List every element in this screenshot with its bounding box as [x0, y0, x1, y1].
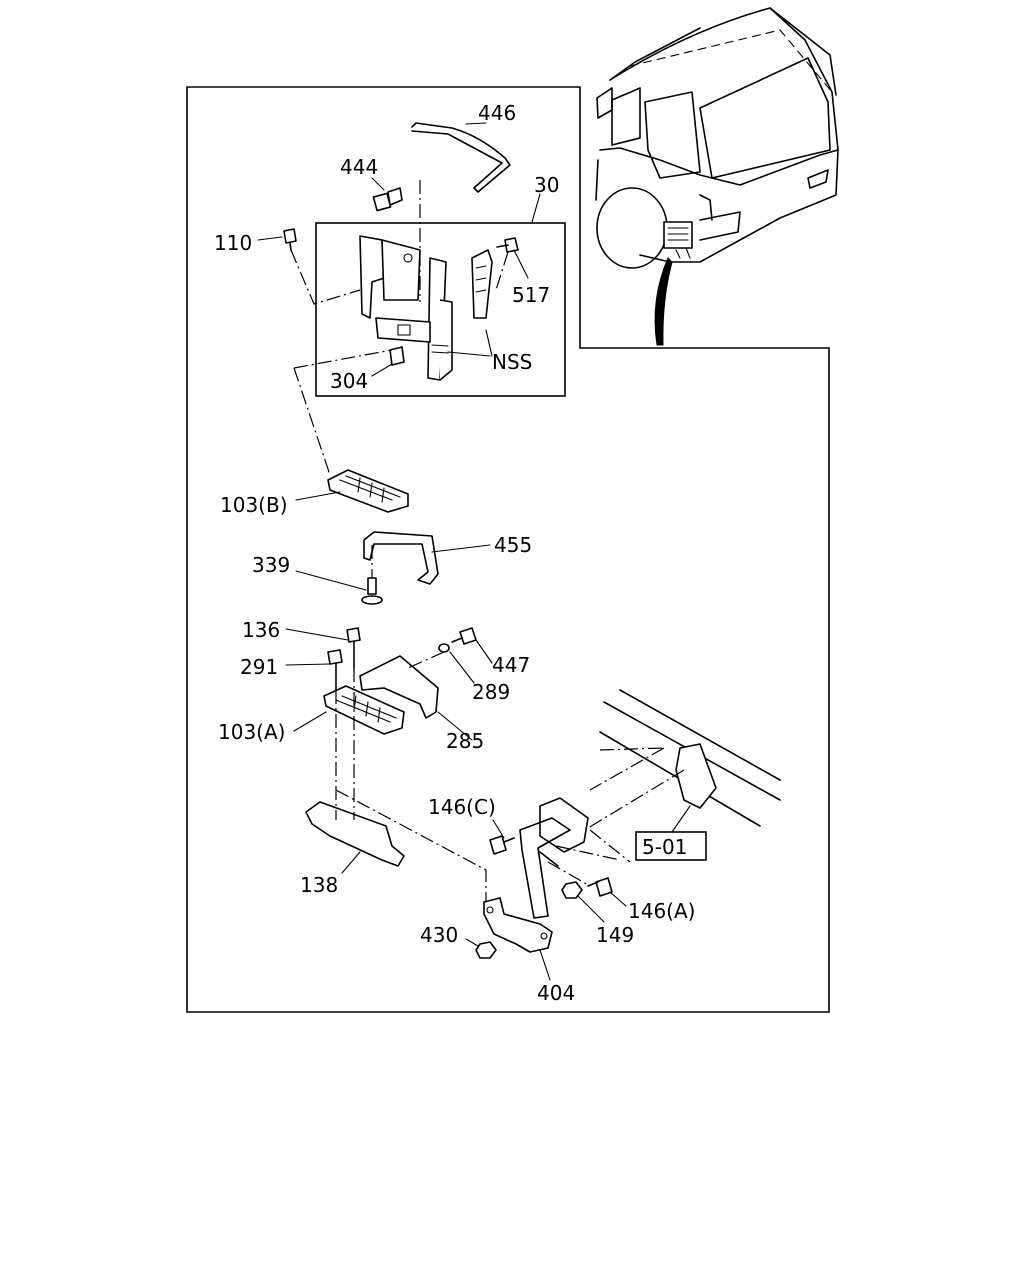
nut-430 [475, 941, 497, 959]
bolt-146a [587, 877, 613, 897]
rod-446 [411, 122, 511, 193]
label-455: 455 [494, 533, 532, 557]
bolt-517 [496, 237, 519, 253]
clip-304 [389, 346, 405, 366]
label-289: 289 [472, 680, 510, 704]
pin-339 [361, 577, 383, 605]
diagram-frame [186, 86, 830, 1013]
label-517: 517 [512, 283, 550, 307]
bolt-444 [372, 187, 403, 212]
step-support-404 [483, 797, 589, 953]
label-447: 447 [492, 653, 530, 677]
label-291: 291 [240, 655, 278, 679]
leader-lines [257, 122, 691, 981]
subassembly-box [315, 222, 566, 397]
bracket-455 [363, 531, 439, 585]
label-149: 149 [596, 923, 634, 947]
nut-149 [561, 881, 583, 899]
ref-box-501 [635, 831, 707, 861]
frame-rail [599, 689, 781, 827]
bolt-136 [346, 627, 361, 669]
label-430: 430 [420, 923, 458, 947]
label-103b: 103(B) [220, 493, 288, 517]
label-110: 110 [214, 231, 252, 255]
label-146c: 146(C) [428, 795, 496, 819]
bracket-assembly-30 [359, 235, 493, 381]
truck-cab-illustration [595, 7, 839, 346]
label-444: 444 [340, 155, 378, 179]
label-339: 339 [252, 553, 290, 577]
assembly-lines [290, 180, 685, 902]
label-103a: 103(A) [218, 720, 285, 744]
bolt-110 [283, 228, 297, 251]
label-304: 304 [330, 369, 368, 393]
label-446: 446 [478, 101, 516, 125]
bolt-146c [489, 835, 515, 855]
bolt-291 [327, 649, 343, 691]
label-146a: 146(A) [628, 899, 695, 923]
label-30: 30 [534, 173, 559, 197]
label-404: 404 [537, 981, 575, 1005]
washer-289 [438, 643, 450, 653]
step-pad-103a [323, 685, 405, 735]
step-bracket-285 [359, 655, 439, 719]
label-138: 138 [300, 873, 338, 897]
cover-138 [305, 801, 405, 867]
label-285: 285 [446, 729, 484, 753]
label-136: 136 [242, 618, 280, 642]
label-nss: NSS [492, 350, 532, 374]
bolt-447 [451, 627, 477, 645]
label-501: 5-01 [642, 835, 687, 859]
step-pad-103b [327, 469, 409, 513]
